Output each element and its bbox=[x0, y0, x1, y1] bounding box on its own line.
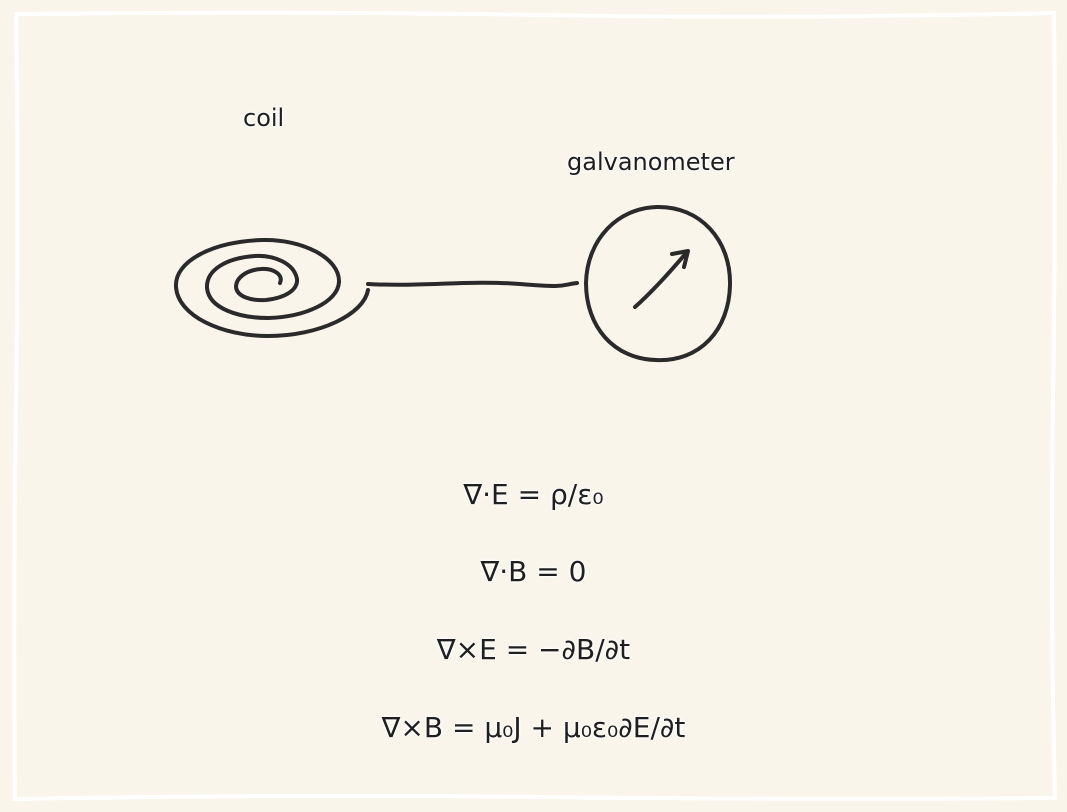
equation-faraday: ∇×E = −∂B/∂t bbox=[436, 633, 631, 666]
needle-arrow-icon bbox=[633, 249, 690, 309]
galvanometer-dial-icon bbox=[584, 204, 733, 363]
equation-ampere-maxwell: ∇×B = μ₀J + μ₀ε₀∂E/∂t bbox=[381, 711, 686, 744]
coil-label: coil bbox=[243, 104, 285, 132]
equation-gauss-electric: ∇·E = ρ/ε₀ bbox=[463, 478, 604, 511]
equation-gauss-magnetic: ∇·B = 0 bbox=[480, 555, 587, 588]
spiral-coil-icon bbox=[173, 237, 370, 338]
galvanometer-label: galvanometer bbox=[567, 148, 735, 176]
connecting-wire bbox=[366, 280, 579, 288]
frame-border bbox=[12, 10, 1058, 802]
